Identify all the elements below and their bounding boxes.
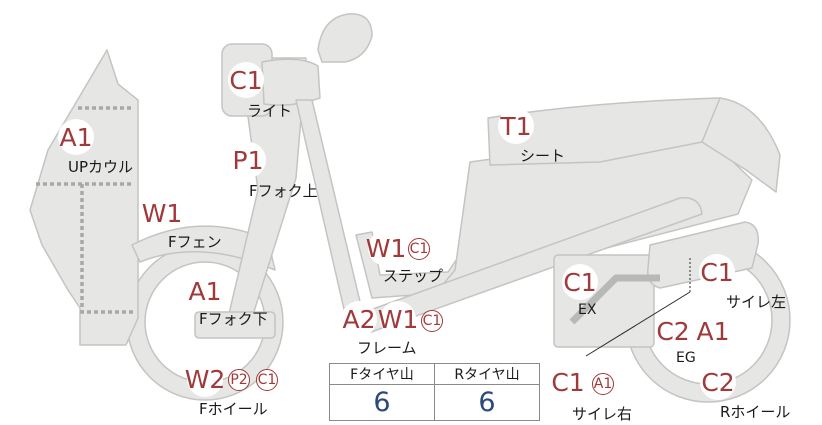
frame-code-c1: C1 bbox=[421, 310, 443, 332]
light-label: ライト bbox=[247, 102, 293, 120]
seat-label: シート bbox=[520, 147, 566, 165]
frame-code-w1: W1 bbox=[378, 301, 418, 337]
rear-tire-header: Rタイヤ山 bbox=[434, 363, 540, 385]
silencer-left-label: サイレ左 bbox=[726, 293, 787, 311]
frame-label: フレーム bbox=[357, 339, 417, 357]
fwheel-code-p2: P2 bbox=[228, 369, 250, 391]
ex-label: EX bbox=[578, 302, 597, 318]
upcowl-code-a1: A1 bbox=[58, 119, 94, 155]
silencer-right-code-c1: C1 bbox=[550, 364, 586, 400]
step-label: ステップ bbox=[383, 267, 444, 285]
eg-code-c2: C2 bbox=[655, 313, 691, 349]
ffender-code-w1: W1 bbox=[142, 195, 182, 231]
front-tire-value: 6 bbox=[329, 384, 435, 421]
front-tire-header: Fタイヤ山 bbox=[329, 363, 435, 385]
frame-shape bbox=[295, 99, 363, 319]
ex-code-c1: C1 bbox=[562, 264, 598, 300]
seat-code-t1: T1 bbox=[498, 108, 534, 144]
step-code-w1: W1 bbox=[366, 230, 406, 266]
front-cowl-shape bbox=[29, 49, 139, 346]
rwheel-code-c2: C2 bbox=[700, 364, 736, 400]
fforkup-code-p1: P1 bbox=[230, 142, 266, 178]
silencer-left-code-c1: C1 bbox=[699, 254, 735, 290]
fwheel-label: Fホイール bbox=[199, 400, 268, 418]
rear-tire-value: 6 bbox=[434, 384, 540, 421]
frame-code-a2: A2 bbox=[341, 301, 377, 337]
fwheel-code-w2: W2 bbox=[185, 361, 225, 397]
ffork-down-label: Fフォク下 bbox=[199, 310, 268, 328]
light-code-c1: C1 bbox=[228, 62, 264, 98]
fforkup-label: Fフォク上 bbox=[249, 182, 318, 200]
silencer-right-label: サイレ右 bbox=[572, 405, 633, 423]
upcowl-label: UPカウル bbox=[68, 158, 134, 176]
silencer-right-code-a1: A1 bbox=[592, 373, 614, 395]
eg-code-a1: A1 bbox=[695, 313, 731, 349]
mirror-shape bbox=[317, 13, 373, 63]
eg-label: EG bbox=[676, 350, 696, 366]
ffender-label: Fフェン bbox=[168, 233, 222, 251]
step-code-c1: C1 bbox=[408, 238, 430, 260]
fwheel-code-c1: C1 bbox=[256, 369, 278, 391]
rwheel-label: Rホイール bbox=[720, 403, 791, 421]
tire-tread-table: Fタイヤ山 Rタイヤ山 6 6 bbox=[329, 363, 540, 421]
ffork-down-code-a1: A1 bbox=[187, 273, 223, 309]
